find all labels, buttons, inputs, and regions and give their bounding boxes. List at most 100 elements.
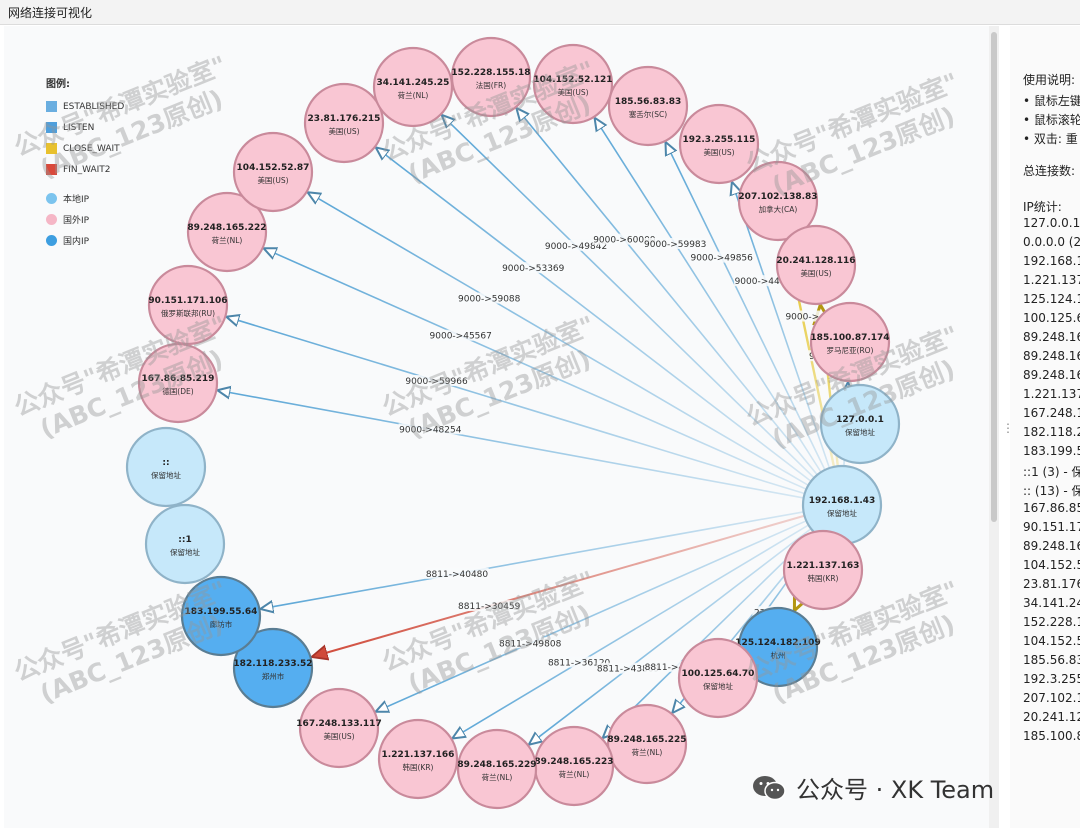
node-ip: 192.3.255.115 bbox=[683, 135, 756, 145]
connection-edge[interactable] bbox=[217, 390, 808, 500]
connection-edge[interactable] bbox=[308, 192, 813, 489]
node-ip: 100.125.64.70 bbox=[682, 669, 755, 679]
node-circle[interactable] bbox=[456, 728, 538, 810]
ip-node[interactable]: ::保留地址 bbox=[125, 426, 207, 508]
connection-edge[interactable] bbox=[603, 528, 818, 738]
node-location: 美国(US) bbox=[257, 175, 288, 185]
connection-edge[interactable] bbox=[732, 182, 832, 473]
network-graph[interactable]: 9000->482549000->599669000->455679000->5… bbox=[0, 0, 990, 828]
node-circle[interactable] bbox=[144, 503, 226, 585]
ip-stat-item: ::1 (3) - 保 bbox=[1023, 465, 1080, 479]
edge-port-label: 8811->43869 bbox=[597, 665, 660, 675]
ip-node[interactable]: 192.3.255.115 美国(US) bbox=[678, 103, 760, 185]
node-ip: 20.241.128.116 bbox=[776, 256, 855, 266]
node-location: 美国(US) bbox=[323, 731, 354, 741]
node-circle[interactable] bbox=[232, 627, 314, 709]
connection-edge[interactable] bbox=[516, 108, 821, 479]
canvas-scrollbar[interactable] bbox=[989, 26, 999, 828]
edge-label-bg bbox=[690, 251, 754, 263]
connection-edge[interactable] bbox=[595, 118, 824, 476]
node-ip: 185.100.87.174 bbox=[810, 333, 889, 343]
node-location: 廊坊市 bbox=[210, 619, 233, 629]
connection-edge[interactable] bbox=[264, 248, 811, 492]
node-circle[interactable] bbox=[677, 637, 759, 719]
legend: 图例: ESTABLISHED LISTEN CLOSE_WAIT FIN_WA… bbox=[46, 75, 124, 251]
legend-item-domestic-ip: 国内IP bbox=[46, 230, 124, 251]
node-circle[interactable] bbox=[125, 426, 207, 508]
edge-label-bg bbox=[501, 262, 565, 274]
ip-stat-item: 152.228.1 bbox=[1023, 615, 1080, 629]
node-location: 保留地址 bbox=[703, 681, 733, 691]
connection-edge[interactable] bbox=[665, 142, 828, 474]
connection-edge[interactable] bbox=[226, 317, 809, 496]
node-circle[interactable] bbox=[137, 342, 219, 424]
node-circle[interactable] bbox=[147, 264, 229, 346]
node-circle[interactable] bbox=[809, 301, 891, 383]
node-circle[interactable] bbox=[819, 383, 901, 465]
edge-label-bg bbox=[596, 662, 660, 674]
node-circle[interactable] bbox=[186, 191, 268, 273]
connection-edge[interactable] bbox=[376, 518, 811, 712]
node-location: 美国(US) bbox=[328, 126, 359, 136]
edge-port-label: 8811->42525 bbox=[645, 663, 707, 673]
edge-port-label: 8811->40480 bbox=[426, 570, 489, 580]
connection-edge[interactable] bbox=[529, 525, 815, 744]
node-location: 美国(US) bbox=[703, 147, 734, 157]
connection-edge[interactable] bbox=[260, 510, 808, 609]
node-ip: 207.102.138.83 bbox=[738, 192, 817, 202]
node-circle[interactable] bbox=[372, 46, 454, 128]
node-ip: 89.248.165.223 bbox=[534, 757, 613, 767]
ip-stat-item: 1.221.137 bbox=[1023, 273, 1080, 287]
connection-edge[interactable] bbox=[452, 522, 813, 738]
node-circle[interactable] bbox=[532, 43, 614, 125]
node-circle[interactable] bbox=[377, 718, 459, 800]
scrollbar-thumb[interactable] bbox=[991, 32, 997, 522]
node-circle[interactable] bbox=[606, 703, 688, 785]
node-ip: 192.168.1.43 bbox=[809, 496, 876, 506]
node-circle[interactable] bbox=[782, 529, 864, 611]
node-circle[interactable] bbox=[450, 36, 532, 118]
edge-label-bg bbox=[734, 275, 798, 287]
connection-edge[interactable] bbox=[376, 147, 815, 485]
node-circle[interactable] bbox=[303, 82, 385, 164]
brand-footer: 公众号 · XK Team bbox=[752, 770, 994, 805]
node-ip: 89.248.165.229 bbox=[457, 760, 536, 770]
node-circle[interactable] bbox=[232, 131, 314, 213]
node-circle[interactable] bbox=[775, 224, 857, 306]
node-circle[interactable] bbox=[298, 687, 380, 769]
node-circle[interactable] bbox=[678, 103, 760, 185]
node-ip: 182.118.233.52 bbox=[233, 659, 312, 669]
connection-edge[interactable] bbox=[442, 115, 818, 482]
ip-stat-item: 34.141.24 bbox=[1023, 596, 1080, 610]
node-circle[interactable] bbox=[607, 65, 689, 147]
edge-label-bg bbox=[398, 423, 463, 435]
node-circle[interactable] bbox=[180, 575, 262, 657]
node-circle[interactable] bbox=[737, 160, 819, 242]
connection-edge[interactable] bbox=[311, 513, 809, 657]
ip-node[interactable]: 100.125.64.70 保留地址 bbox=[677, 637, 759, 719]
